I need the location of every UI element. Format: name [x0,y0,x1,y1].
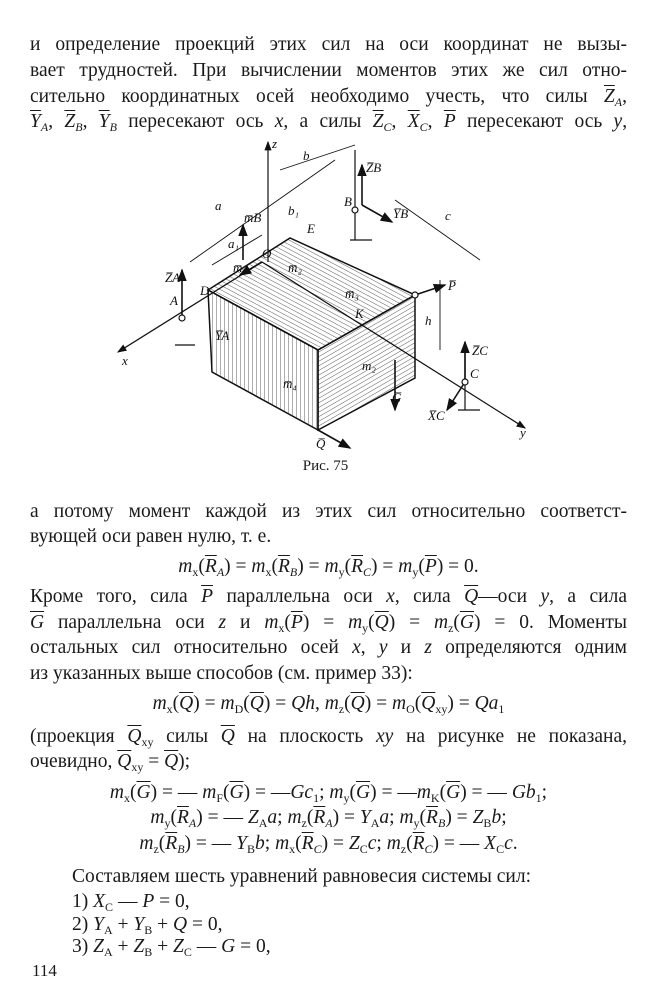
label-P: P̅ [447,278,456,293]
text-line: Составляем шесть уравнений равновесия си… [72,866,532,887]
text-line: а потому момент каждой из этих сил относ… [30,501,627,522]
label-E: E [306,221,315,236]
text-line: (проекция Qxy силы Q на плоскость xy на … [30,726,628,749]
text-line: и определение проекций этих сил на оси к… [30,34,627,55]
text-line: остальных сил относительно осей x, y и z… [30,637,627,658]
label-O: O [262,246,272,261]
box [206,237,417,432]
label-m2-right: m₂ [362,358,376,373]
box-right-face [317,293,416,432]
label-y: y [518,425,526,440]
label-ZB: Z̅B [366,160,381,175]
figure-labels: z x y b a a₁ b₁ c h A B C D E O K Z̅A Y̅… [121,136,526,451]
axes [116,140,527,429]
label-C: C [470,366,479,381]
label-K: K [354,306,365,321]
supports [175,206,480,411]
text-line: вующей оси равен нулю, т. е. [30,526,272,547]
equation: mx(G) = — mF(G) = —Gc1; my(G) = —mK(G) =… [109,782,548,805]
dimension-lines [189,144,481,350]
equation-1: 1) XC — P = 0, [72,891,190,914]
equation: mz(RB) = — YBb; mx(RC) = ZCc; mz(RC) = —… [139,833,518,856]
x-axis [116,261,263,353]
label-YA: Y̅A [215,328,229,343]
label-mB: m̅B [244,210,261,225]
equation: mx(Q) = mD(Q) = Qh, mz(Q) = mO(Qxy) = Qa… [152,693,505,716]
equation-3: 3) ZA + ZB + ZC — G = 0, [72,936,271,959]
label-m4: m̅₄ [283,376,297,391]
text-line: сительно координатных осей необходимо уч… [30,86,627,109]
label-ZA: Z̅A [165,270,180,285]
label-YB: Y̅B [393,206,408,221]
label-XC: X̅C [427,408,445,423]
label-a: a [215,198,222,213]
label-c: c [445,208,451,223]
label-x: x [121,353,128,368]
label-m3: m̅₃ [345,286,359,301]
label-G: G̅ [392,390,402,405]
label-D: D [199,283,210,298]
label-a1: a₁ [228,236,239,251]
text-line: вает трудностей. При вычислении моментов… [30,60,627,81]
label-m1: m̅₁ [233,260,247,275]
label-ZC: Z̅C [472,343,488,358]
figure-75-box-diagram: z x y b a a₁ b₁ c h A B C D E O K Z̅A Y̅… [116,136,527,451]
text-line: YA, ZB, YB пересекают ось x, а силы ZC, … [30,111,628,134]
force-vectors [177,163,470,449]
label-h: h [425,313,432,328]
page-number: 114 [32,961,57,980]
text-line: G параллельна оси z и mx(P) = my(Q) = mz… [30,612,628,635]
label-b: b [303,148,310,163]
equation-2: 2) YA + YB + Q = 0, [72,914,223,937]
text-line: очевидно, Qxy = Q); [30,751,191,774]
equation: my(RA) = — ZAa; mz(RA) = YAa; my(RB) = Z… [150,807,507,830]
figure-caption: Рис. 75 [302,458,349,474]
label-Q: Q̅ [316,436,326,451]
label-A: A [169,293,178,308]
label-b1: b₁ [288,203,299,218]
equation: mx(RA) = mx(RB) = my(RC) = my(P) = 0. [178,556,479,579]
text-line: Кроме того, сила P параллельна оси x, си… [30,586,628,607]
text-line: из указанных выше способов (см. пример 3… [30,663,413,684]
y-axis [261,261,527,429]
label-m2: m̅₂ [288,260,302,275]
label-B: B [344,194,352,209]
label-z: z [271,136,277,151]
